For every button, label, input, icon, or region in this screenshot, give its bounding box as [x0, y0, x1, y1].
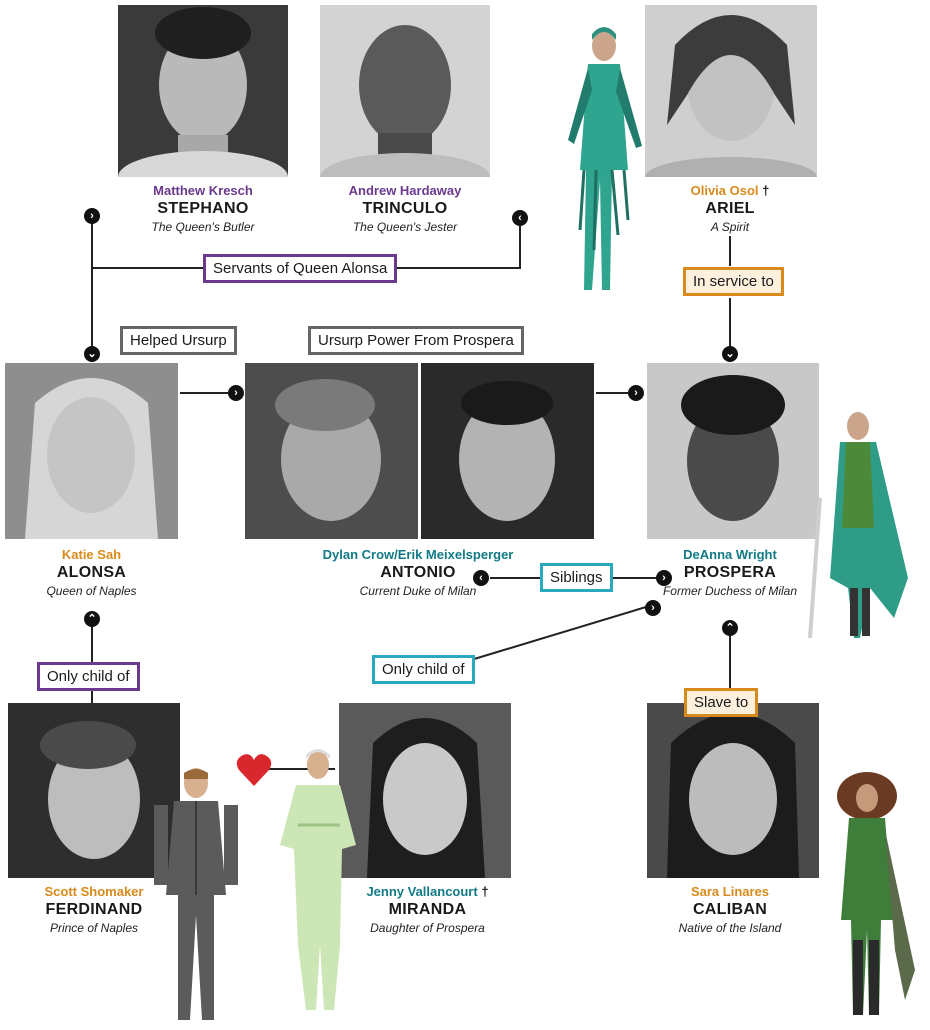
role-description: Native of the Island — [678, 921, 782, 935]
role-description: The Queen's Butler — [151, 220, 255, 234]
connector-line — [519, 222, 521, 269]
connector-line — [596, 392, 632, 394]
relation-only-child-miranda: Only child of — [372, 655, 475, 684]
role-name: MIRANDA — [388, 901, 467, 918]
chevron-down-icon: ⌄ — [722, 346, 738, 362]
chevron-icon: › — [645, 600, 661, 616]
role-description: The Queen's Jester — [352, 220, 458, 234]
connector-line — [729, 236, 731, 266]
costume-ferdinand-illustration — [148, 765, 244, 1027]
role-name: ALONSA — [56, 564, 127, 581]
role-description: Current Duke of Milan — [359, 584, 477, 598]
role-name: FERDINAND — [45, 901, 143, 918]
role-description: Daughter of Prospera — [370, 921, 485, 935]
card-ariel: Olivia Osol † ARIEL A Spirit — [650, 183, 810, 234]
chevron-up-icon: ⌃ — [722, 620, 738, 636]
photo-trinculo — [320, 5, 490, 177]
relation-servants: Servants of Queen Alonsa — [203, 254, 398, 283]
dagger-icon: † — [762, 183, 770, 198]
photo-caliban — [647, 703, 819, 878]
connector-line — [91, 688, 93, 704]
photo-antonio-1 — [245, 363, 418, 539]
actor-name: Matthew Kresch — [153, 183, 253, 198]
relation-only-child-ferdinand: Only child of — [37, 662, 140, 691]
chevron-up-icon: ⌃ — [84, 611, 100, 627]
chevron-left-icon: ‹ — [512, 210, 528, 226]
card-trinculo: Andrew Hardaway TRINCULO The Queen's Jes… — [320, 183, 490, 234]
role-name: TRINCULO — [362, 200, 448, 217]
connector-line — [91, 625, 93, 665]
costume-caliban-illustration — [815, 770, 923, 1025]
connector-line — [729, 298, 731, 350]
chevron-right-icon: › — [656, 570, 672, 586]
card-miranda: Jenny Vallancourt † MIRANDA Daughter of … — [345, 884, 510, 935]
actor-name: Jenny Vallancourt † — [345, 884, 510, 899]
relation-helped: Helped Ursurp — [120, 326, 237, 355]
role-description: Prince of Naples — [49, 921, 139, 935]
photo-ariel — [645, 5, 817, 177]
card-alonsa: Katie Sah ALONSA Queen of Naples — [5, 547, 178, 598]
actor-name: Dylan Crow/Erik Meixelsperger — [322, 547, 514, 562]
connector-line — [387, 267, 521, 269]
actor-name: DeAnna Wright — [683, 547, 777, 562]
role-name: ANTONIO — [380, 564, 456, 581]
heart-icon — [235, 752, 273, 788]
card-antonio: Dylan Crow/Erik Meixelsperger ANTONIO Cu… — [308, 547, 528, 598]
chevron-down-icon: ⌄ — [84, 346, 100, 362]
actor-name-text: Jenny Vallancourt — [366, 884, 478, 899]
costume-ariel-illustration — [562, 20, 646, 304]
relation-ursurp: Ursurp Power From Prospera — [308, 326, 524, 355]
connector-line — [180, 392, 232, 394]
chevron-right-icon: › — [228, 385, 244, 401]
actor-name-text: Olivia Osol — [690, 183, 759, 198]
role-name: STEPHANO — [157, 200, 249, 217]
dagger-icon: † — [481, 884, 489, 899]
costume-miranda-illustration — [276, 745, 360, 1020]
role-description: A Spirit — [710, 220, 750, 234]
photo-ferdinand — [8, 703, 180, 878]
chevron-left-icon: ‹ — [473, 570, 489, 586]
costume-prospera-illustration — [800, 408, 912, 640]
card-prospera: DeAnna Wright PROSPERA Former Duchess of… — [655, 547, 805, 598]
relation-slave: Slave to — [684, 688, 759, 717]
role-description: Queen of Naples — [46, 584, 137, 598]
role-name: PROSPERA — [683, 564, 777, 581]
role-description: Former Duchess of Milan — [662, 584, 798, 598]
card-stephano: Matthew Kresch STEPHANO The Queen's Butl… — [118, 183, 288, 234]
role-name: CALIBAN — [692, 901, 768, 918]
photo-miranda — [339, 703, 511, 878]
card-ferdinand: Scott Shomaker FERDINAND Prince of Naple… — [8, 884, 180, 935]
connector-line — [250, 768, 335, 770]
connector-line — [490, 577, 542, 579]
actor-name: Katie Sah — [61, 547, 122, 562]
connector-line — [729, 634, 731, 688]
role-name: ARIEL — [705, 200, 755, 217]
photo-prospera — [647, 363, 819, 539]
photo-alonsa — [5, 363, 178, 539]
actor-name: Andrew Hardaway — [348, 183, 462, 198]
actor-name: Sara Linares — [690, 884, 770, 899]
photo-antonio-2 — [421, 363, 594, 539]
actor-name: Scott Shomaker — [44, 884, 144, 899]
relation-in-service: In service to — [683, 267, 784, 296]
connector-line — [612, 577, 662, 579]
relation-siblings: Siblings — [540, 563, 613, 592]
chevron-right-icon: › — [628, 385, 644, 401]
card-caliban: Sara Linares CALIBAN Native of the Islan… — [655, 884, 805, 935]
connector-line — [91, 267, 206, 269]
connector-line — [91, 220, 93, 350]
photo-stephano — [118, 5, 288, 177]
chevron-right-icon: › — [84, 208, 100, 224]
actor-name: Olivia Osol † — [650, 183, 810, 198]
